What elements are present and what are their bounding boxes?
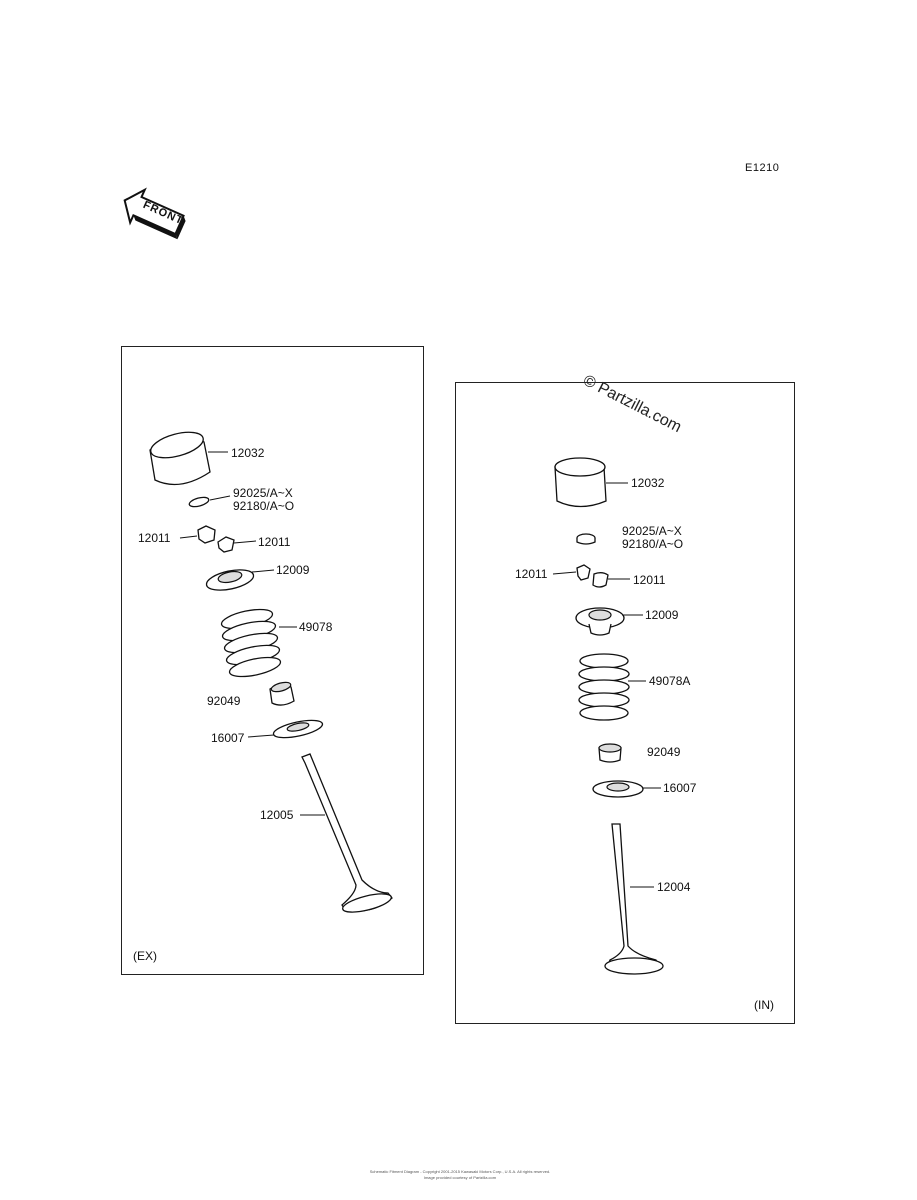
in-tappet — [554, 457, 628, 508]
in-valve — [604, 823, 664, 975]
in-valve-label: 12004 — [657, 880, 691, 894]
in-retainer — [575, 607, 643, 636]
ex-seat — [247, 719, 324, 739]
in-seal — [598, 743, 622, 763]
ex-shim-label-b: 92180/A~O — [233, 499, 295, 513]
in-shim-label-a: 92025/A~X — [622, 524, 682, 538]
in-panel-tag: (IN) — [754, 998, 774, 1012]
ex-valve — [300, 753, 393, 913]
in-seat-label: 16007 — [663, 781, 697, 795]
ex-seal — [269, 681, 295, 706]
in-spring-label: 49078A — [649, 674, 691, 688]
footer-credit: Image provided courtesy of Partzilla.com — [423, 1175, 497, 1180]
ex-seat-label: 16007 — [211, 731, 245, 745]
ex-shim-label-a: 92025/A~X — [233, 486, 293, 500]
in-shim-label-b: 92180/A~O — [622, 537, 684, 551]
intake-panel — [455, 382, 795, 1024]
ex-retainer-label: 12009 — [276, 563, 310, 577]
in-retainer-label: 12009 — [645, 608, 679, 622]
ex-cotter-label-left: 12011 — [138, 531, 171, 545]
ex-panel-tag: (EX) — [133, 949, 157, 963]
in-spring — [578, 653, 646, 721]
in-cotter-label-left: 12011 — [515, 567, 548, 581]
in-tappet-label: 12032 — [631, 476, 665, 490]
in-cotter-label-right: 12011 — [633, 573, 666, 587]
ex-tappet-label: 12032 — [231, 446, 265, 460]
ex-seal-label: 92049 — [207, 694, 241, 708]
exhaust-panel — [121, 346, 424, 975]
in-seal-label: 92049 — [647, 745, 681, 759]
in-seat — [592, 780, 661, 798]
ex-cotter-label-right: 12011 — [258, 535, 291, 549]
ex-shim — [188, 495, 231, 508]
footer-copyright: Schematic Fitment Diagram - Copyright 20… — [369, 1169, 551, 1174]
ex-spring — [220, 608, 297, 678]
ex-retainer — [205, 569, 275, 591]
ex-cotters — [179, 525, 257, 553]
in-shim — [576, 533, 596, 545]
diagram-code: E1210 — [745, 162, 780, 174]
ex-tappet — [149, 431, 228, 486]
in-cotters — [552, 564, 630, 588]
ex-valve-label: 12005 — [260, 808, 294, 822]
ex-spring-label: 49078 — [299, 620, 333, 634]
